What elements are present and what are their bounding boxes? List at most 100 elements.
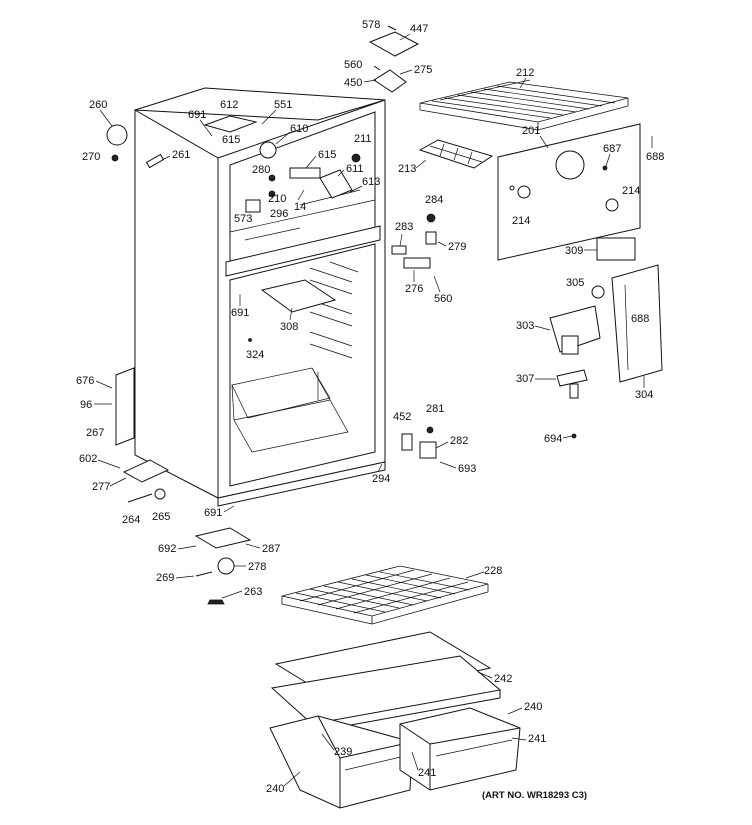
label-615-top: 615 xyxy=(222,134,240,146)
label-287: 287 xyxy=(262,543,280,555)
handle-261 xyxy=(145,153,165,169)
part-211 xyxy=(351,153,361,163)
label-693: 693 xyxy=(458,463,476,475)
leveler-263 xyxy=(207,599,225,605)
label-282: 282 xyxy=(450,435,468,447)
label-551: 551 xyxy=(274,99,292,111)
label-308: 308 xyxy=(280,321,298,333)
part-610 xyxy=(259,141,277,159)
label-264: 264 xyxy=(122,514,140,526)
label-691-bottom: 691 xyxy=(204,507,222,519)
bushing-265 xyxy=(154,488,166,500)
art-number: (ART NO. WR18293 C3) xyxy=(482,790,587,801)
crisper-drawer-right-240 xyxy=(399,707,521,791)
label-242: 242 xyxy=(494,673,512,685)
bracket-452 xyxy=(401,433,413,451)
bracket-450 xyxy=(373,69,407,93)
label-610: 610 xyxy=(290,123,308,135)
label-279: 279 xyxy=(448,241,466,253)
ice-tray-213 xyxy=(418,139,494,169)
label-560-top: 560 xyxy=(344,59,362,71)
part-280 xyxy=(268,174,276,182)
part-612 xyxy=(203,115,258,133)
label-240-right: 240 xyxy=(524,701,542,713)
part-labels: 578 447 560 450 275 212 201 688 687 214 … xyxy=(76,19,664,801)
label-307: 307 xyxy=(516,373,534,385)
label-324: 324 xyxy=(246,349,264,361)
label-688-mid: 688 xyxy=(631,313,649,325)
label-687: 687 xyxy=(603,143,621,155)
label-278: 278 xyxy=(248,561,266,573)
fan-611 xyxy=(319,169,353,199)
label-612: 612 xyxy=(220,99,238,111)
label-96: 96 xyxy=(80,399,92,411)
label-265: 265 xyxy=(152,511,170,523)
label-694: 694 xyxy=(544,433,562,445)
bracket-283 xyxy=(391,245,407,255)
part-309 xyxy=(596,237,636,261)
label-573: 573 xyxy=(234,213,252,225)
label-270: 270 xyxy=(82,151,100,163)
label-281: 281 xyxy=(426,403,444,415)
part-276 xyxy=(403,257,431,269)
label-691-top: 691 xyxy=(188,109,206,121)
part-324-screw xyxy=(248,338,252,342)
label-676: 676 xyxy=(76,375,94,387)
label-210: 210 xyxy=(268,193,286,205)
valve-279 xyxy=(425,231,437,245)
evaporator-cover-201 xyxy=(497,123,641,261)
label-240-left: 240 xyxy=(266,783,284,795)
label-450: 450 xyxy=(344,77,362,89)
hinge-277 xyxy=(122,459,170,483)
label-303: 303 xyxy=(516,320,534,332)
label-296: 296 xyxy=(270,208,288,220)
label-276: 276 xyxy=(405,283,423,295)
wire-shelf-212 xyxy=(419,79,629,131)
label-294: 294 xyxy=(372,473,390,485)
label-277: 277 xyxy=(92,481,110,493)
label-611: 611 xyxy=(346,163,364,175)
part-694 xyxy=(571,433,577,439)
label-275: 275 xyxy=(414,64,432,76)
label-305: 305 xyxy=(566,277,584,289)
bracket-282 xyxy=(419,441,437,459)
part-284 xyxy=(426,213,436,223)
label-309: 309 xyxy=(565,245,583,257)
label-214-left: 214 xyxy=(512,215,530,227)
part-307 xyxy=(556,369,588,387)
label-692: 692 xyxy=(158,543,176,555)
label-447: 447 xyxy=(410,23,428,35)
cover-447 xyxy=(368,31,420,57)
label-613: 613 xyxy=(362,176,380,188)
part-270 xyxy=(111,154,119,162)
label-304: 304 xyxy=(635,389,653,401)
crisper-drawer-left-240 xyxy=(269,715,413,809)
label-214-right: 214 xyxy=(622,185,640,197)
label-560-mid: 560 xyxy=(434,293,452,305)
label-263: 263 xyxy=(244,586,262,598)
label-578: 578 xyxy=(362,19,380,31)
label-284: 284 xyxy=(425,194,443,206)
label-201: 201 xyxy=(522,125,540,137)
label-239: 239 xyxy=(334,746,352,758)
label-283: 283 xyxy=(395,221,413,233)
label-452: 452 xyxy=(393,411,411,423)
shelf-308 xyxy=(260,279,337,313)
shelf-rails xyxy=(309,261,359,359)
label-228: 228 xyxy=(484,565,502,577)
knob-305 xyxy=(591,285,605,299)
label-602: 602 xyxy=(79,453,97,465)
hinge-287 xyxy=(194,527,252,549)
roller-278 xyxy=(217,557,235,575)
label-211: 211 xyxy=(354,133,372,145)
label-615-mid: 615 xyxy=(318,149,336,161)
air-duct-304 xyxy=(611,264,663,383)
label-691-mid: 691 xyxy=(231,307,249,319)
bracket-615 xyxy=(289,167,321,179)
label-14: 14 xyxy=(294,201,306,213)
label-213: 213 xyxy=(398,163,416,175)
label-260: 260 xyxy=(89,99,107,111)
label-241-left: 241 xyxy=(418,767,436,779)
label-269: 269 xyxy=(156,572,174,584)
